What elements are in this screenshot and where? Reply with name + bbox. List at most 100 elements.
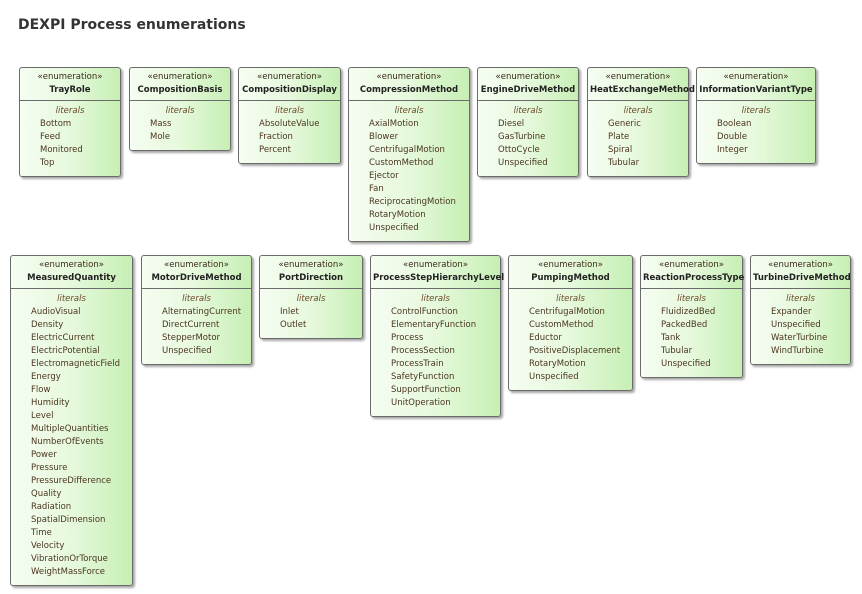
literal-item[interactable]: AxialMotion [369, 119, 419, 129]
literal-item[interactable]: CentrifugalMotion [529, 307, 605, 317]
literal-item[interactable]: FluidizedBed [661, 307, 716, 317]
literal-item[interactable]: SafetyFunction [391, 372, 455, 382]
literal-item[interactable]: ControlFunction [391, 307, 458, 317]
literal-item[interactable]: ReciprocatingMotion [369, 197, 456, 207]
literal-item[interactable]: Diesel [498, 119, 525, 129]
literal-item[interactable]: RotaryMotion [369, 210, 426, 220]
literal-item[interactable]: GasTurbine [498, 132, 546, 142]
literal-item[interactable]: Blower [369, 132, 399, 142]
literal-item[interactable]: Tank [661, 333, 681, 343]
literal-item[interactable]: NumberOfEvents [31, 437, 104, 447]
literal-item[interactable]: AudioVisual [31, 307, 81, 317]
literal-item[interactable]: Power [31, 450, 57, 460]
literal-item[interactable]: CentrifugalMotion [369, 145, 445, 155]
literal-item[interactable]: Time [31, 528, 52, 538]
literal-item[interactable]: Velocity [31, 541, 65, 551]
literal-item[interactable]: Energy [31, 372, 61, 382]
literal-item[interactable]: CustomMethod [369, 158, 434, 168]
literal-item[interactable]: ElementaryFunction [391, 320, 477, 330]
literal-item[interactable]: AlternatingCurrent [162, 307, 242, 317]
literal-item[interactable]: StepperMotor [162, 333, 221, 343]
literal-item[interactable]: Level [31, 411, 54, 421]
literal-item[interactable]: Fan [369, 184, 384, 194]
literal-item[interactable]: Plate [608, 132, 630, 142]
literal-item[interactable]: CustomMethod [529, 320, 594, 330]
literal-item[interactable]: PressureDifference [31, 476, 112, 486]
literal-item[interactable]: Feed [40, 132, 61, 142]
literal-item[interactable]: PackedBed [661, 320, 708, 330]
literal-item[interactable]: SupportFunction [391, 385, 461, 395]
literal-item[interactable]: DirectCurrent [162, 320, 220, 330]
literal-item[interactable]: Pressure [31, 463, 68, 473]
literal-item[interactable]: Unspecified [162, 346, 212, 356]
literal-item[interactable]: Unspecified [529, 372, 579, 382]
literal-item[interactable]: Unspecified [661, 359, 711, 369]
literal-item[interactable]: Unspecified [498, 158, 548, 168]
enum-header: «enumeration»CompositionBasis [130, 68, 230, 101]
literal-item[interactable]: WaterTurbine [771, 333, 828, 343]
literal-item[interactable]: WindTurbine [771, 346, 824, 356]
literal-item[interactable]: Ejector [369, 171, 399, 181]
stereotype-label: «enumeration» [403, 260, 468, 270]
literal-item[interactable]: Density [31, 320, 64, 330]
literal-item[interactable]: Spiral [608, 145, 633, 155]
literal-item[interactable]: Humidity [31, 398, 70, 408]
literal-item[interactable]: Quality [31, 489, 62, 499]
literal-item[interactable]: Fraction [259, 132, 293, 142]
literal-item[interactable]: Percent [259, 145, 291, 155]
literal-item[interactable]: RotaryMotion [529, 359, 586, 369]
literal-item[interactable]: Mass [150, 119, 172, 129]
literal-item[interactable]: ElectromagneticField [31, 359, 120, 369]
literal-item[interactable]: WeightMassForce [31, 567, 106, 577]
literal-item[interactable]: Integer [717, 145, 748, 155]
literal-item[interactable]: Inlet [280, 307, 299, 317]
literal-item[interactable]: OttoCycle [498, 145, 540, 155]
stereotype-label: «enumeration» [605, 72, 671, 82]
literal-item[interactable]: Unspecified [771, 320, 821, 330]
literal-item[interactable]: Outlet [280, 320, 307, 330]
literal-item[interactable]: MultipleQuantities [31, 424, 109, 434]
enum-name: InformationVariantType [699, 85, 813, 95]
literal-item[interactable]: Unspecified [369, 223, 419, 233]
literal-item[interactable]: Top [40, 158, 55, 168]
literal-item[interactable]: Generic [608, 119, 641, 129]
literals-label: literals [57, 294, 86, 304]
literal-item[interactable]: Double [717, 132, 748, 142]
literal-item[interactable]: Monitored [40, 145, 83, 155]
literal-item[interactable]: ElectricCurrent [31, 333, 95, 343]
literal-item[interactable]: ElectricPotential [31, 346, 100, 356]
literal-item[interactable]: Flow [31, 385, 51, 395]
literal-item[interactable]: VibrationOrTorque [31, 554, 108, 564]
literal-item[interactable]: Mole [150, 132, 171, 142]
literal-item[interactable]: PositiveDisplacement [529, 346, 621, 356]
literal-item[interactable]: Boolean [717, 119, 752, 129]
literal-item[interactable]: Eductor [529, 333, 562, 343]
literal-item[interactable]: ProcessTrain [391, 359, 444, 369]
enum-header: «enumeration»TrayRole [20, 68, 120, 101]
literal-item[interactable]: SpatialDimension [31, 515, 106, 525]
literal-item[interactable]: ProcessSection [391, 346, 455, 356]
literal-item[interactable]: UnitOperation [391, 398, 451, 408]
literal-item[interactable]: Expander [771, 307, 812, 317]
literal-item[interactable]: Bottom [40, 119, 72, 129]
literal-item[interactable]: Process [391, 333, 424, 343]
literal-item[interactable]: Tubular [608, 158, 640, 168]
literal-item[interactable]: AbsoluteValue [259, 119, 320, 129]
literal-item[interactable]: Tubular [661, 346, 693, 356]
literal-item[interactable]: Radiation [31, 502, 72, 512]
